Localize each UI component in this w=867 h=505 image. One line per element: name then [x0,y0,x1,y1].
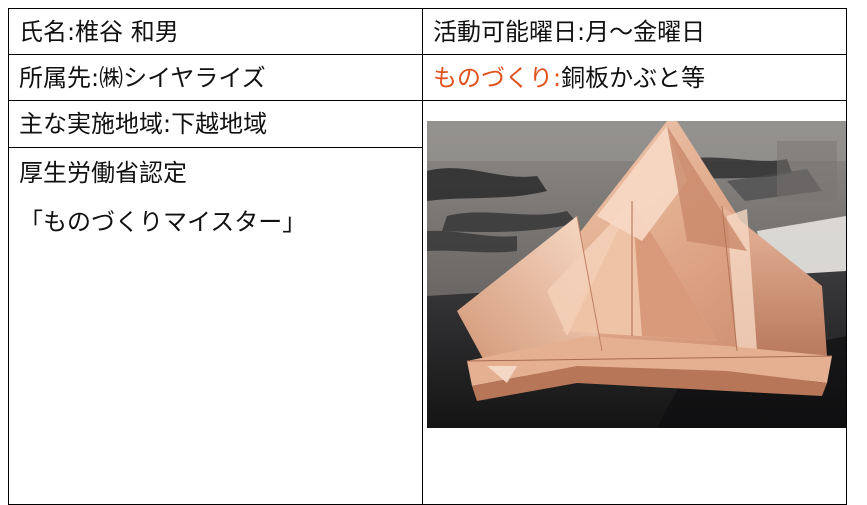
affiliation-cell: 所属先:㈱シイヤライズ [8,54,423,101]
available-days-cell: 活動可能曜日:月～金曜日 [422,8,847,55]
available-days-text: 活動可能曜日:月～金曜日 [433,17,706,46]
region-text: 主な実施地域:下越地域 [19,110,268,138]
certification-line-2: 「ものづくりマイスター」 [19,208,307,236]
craft-label: ものづくり: [433,63,562,92]
affiliation-text: 所属先:㈱シイヤライズ [19,63,266,92]
kabuto-photo [427,121,846,428]
name-cell: 氏名:椎谷 和男 [8,8,423,55]
craft-value: 銅板かぶと等 [561,63,706,92]
region-cell: 主な実施地域:下越地域 [8,100,423,148]
kabuto-illustration [427,121,846,428]
certification-line-1: 厚生労働省認定 [19,159,187,187]
certification-cell: 厚生労働省認定 「ものづくりマイスター」 [8,147,423,505]
table-row: 所属先:㈱シイヤライズ ものづくり:銅板かぶと等 [8,54,847,101]
craft-cell: ものづくり:銅板かぶと等 [422,54,847,101]
photo-cell [422,100,847,505]
table-row: 厚生労働省認定 「ものづくりマイスター」 [8,147,847,505]
profile-table: 氏名:椎谷 和男 活動可能曜日:月～金曜日 所属先:㈱シイヤライズ ものづくり:… [8,8,847,505]
table-row: 氏名:椎谷 和男 活動可能曜日:月～金曜日 [8,8,847,55]
table-row: 主な実施地域:下越地域 [8,100,847,505]
name-text: 氏名:椎谷 和男 [19,17,179,46]
